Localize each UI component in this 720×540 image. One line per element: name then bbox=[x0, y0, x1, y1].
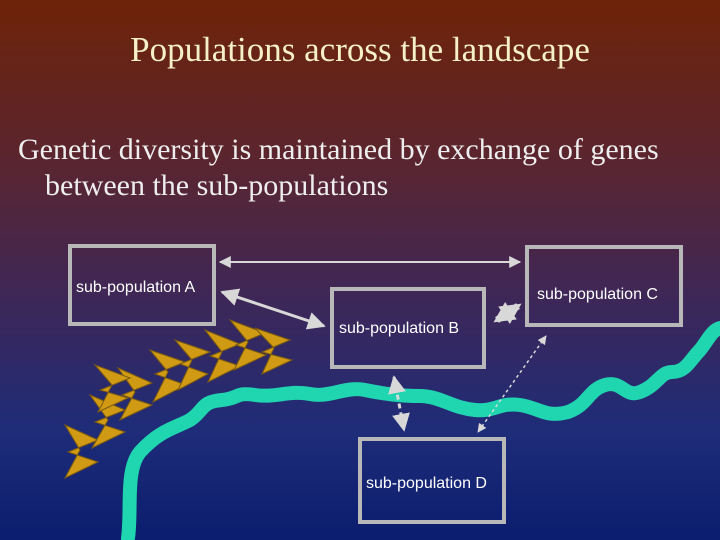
arrow-b-d bbox=[388, 375, 410, 432]
subpopulation-a-box: sub-population A bbox=[68, 244, 216, 326]
subpopulation-a-label: sub-population A bbox=[76, 279, 196, 296]
arrow-c-d bbox=[477, 335, 547, 433]
subpopulation-b-label: sub-population B bbox=[339, 320, 460, 337]
slide-title: Populations across the landscape bbox=[130, 30, 590, 69]
subpopulation-c-box: sub-population C bbox=[525, 245, 683, 327]
subpopulation-d-box: sub-population D bbox=[358, 437, 506, 524]
subpopulation-c-label: sub-population C bbox=[537, 286, 658, 303]
body-line-2: between the sub-populations bbox=[45, 169, 389, 202]
mountains bbox=[63, 318, 294, 480]
subpopulation-d-label: sub-population D bbox=[366, 475, 487, 492]
arrow-a-b bbox=[220, 288, 326, 330]
subpopulation-b-box: sub-population B bbox=[330, 287, 486, 369]
arrow-b-c bbox=[493, 301, 522, 325]
slide-body: Genetic diversity is maintained by excha… bbox=[18, 132, 718, 204]
body-line-1: Genetic diversity is maintained by excha… bbox=[18, 133, 659, 166]
river bbox=[121, 321, 720, 540]
